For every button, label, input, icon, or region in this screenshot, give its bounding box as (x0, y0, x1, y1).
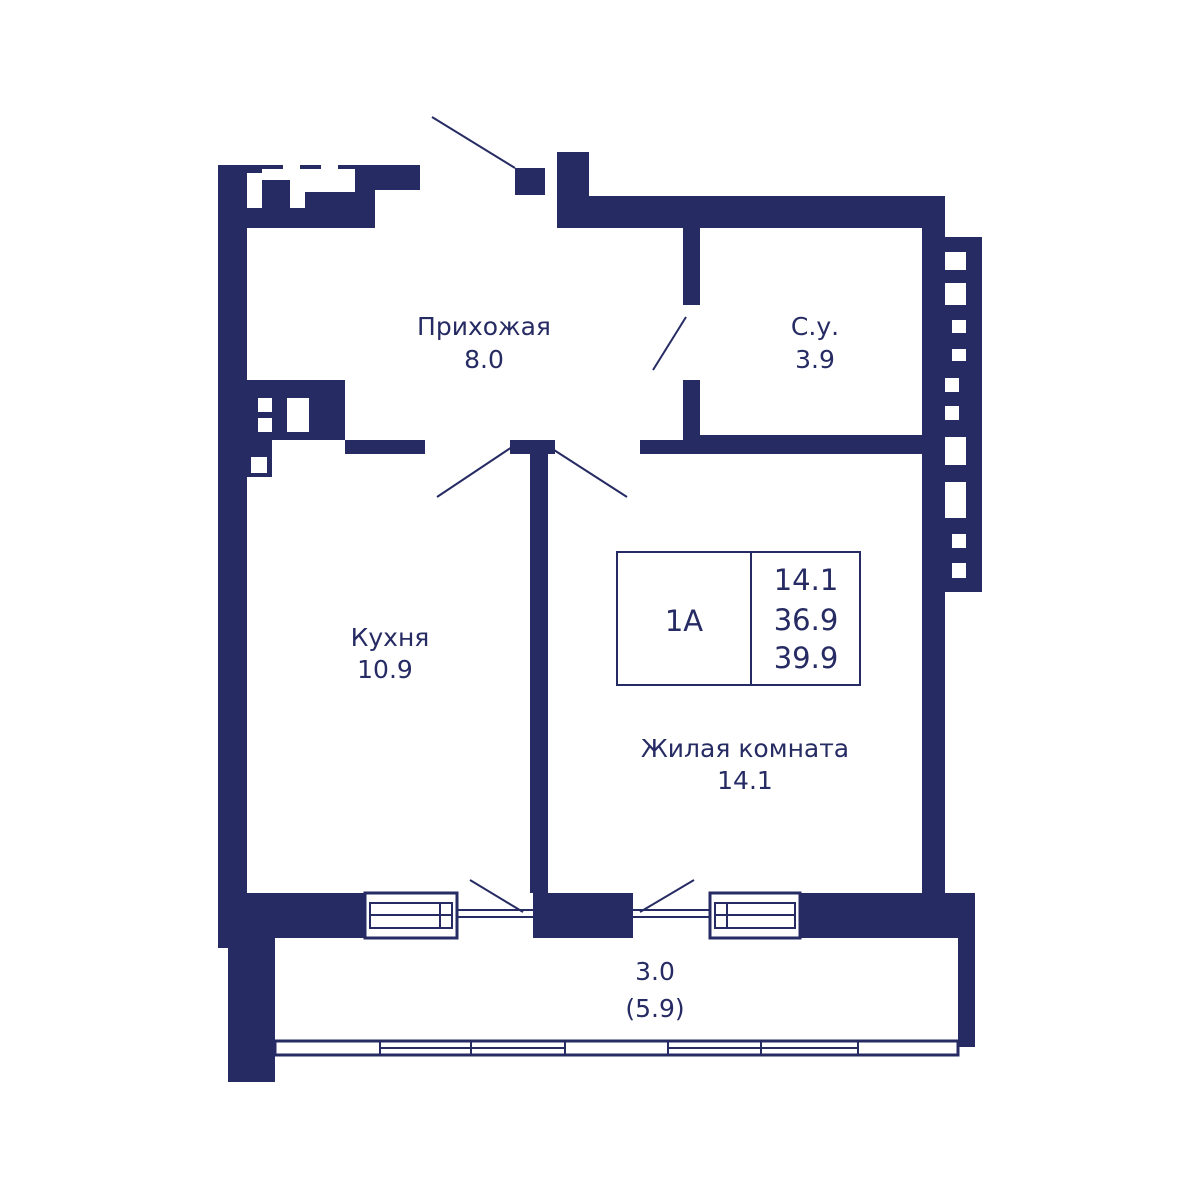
top-left-pillar (262, 180, 290, 210)
top-left-dash (262, 165, 283, 169)
shaft-opening (251, 457, 267, 473)
kitchen-name: Кухня (351, 623, 430, 652)
shaft-opening (287, 398, 309, 432)
living-room-door-jamb (640, 440, 685, 454)
entrance-jamb (515, 168, 545, 195)
kitchen-hall-wall (345, 440, 425, 454)
doors (431, 116, 687, 498)
facade-opening (952, 320, 966, 333)
living-room-window (708, 891, 802, 940)
top-left-dash (338, 165, 356, 169)
windows (273, 879, 960, 1057)
facade-opening (945, 437, 966, 465)
door-swing (469, 879, 524, 913)
balcony-area: 3.0 (635, 957, 675, 986)
shaft-opening (258, 418, 272, 432)
facade-opening (952, 534, 966, 548)
right-facade (940, 237, 982, 592)
bathroom-name: С.у. (791, 312, 839, 341)
balcony-right-wall (958, 938, 975, 1047)
balcony-area-full: (5.9) (625, 994, 684, 1023)
kitchen-window (363, 891, 459, 940)
walls (218, 152, 982, 1082)
bathroom-left-wall-lower (683, 380, 700, 440)
left-outer-wall (218, 165, 247, 948)
bottom-wall-left (218, 893, 365, 938)
hall-name: Прихожая (417, 312, 551, 341)
facade-opening (945, 252, 966, 270)
bathroom-door-swing (652, 316, 687, 371)
kitchen-door-swing (436, 446, 513, 498)
living-balcony-door (633, 879, 710, 918)
top-left-cap (218, 165, 262, 173)
facade-opening (945, 406, 959, 420)
facade-opening (952, 349, 966, 361)
facade-opening (945, 378, 959, 392)
right-outer-wall (922, 196, 945, 893)
kitchen-balcony-door (457, 879, 533, 918)
balcony-left-wall (228, 938, 275, 1082)
top-left-band (247, 208, 375, 228)
shaft-opening (258, 398, 272, 412)
apartment-type: 1А (665, 604, 703, 638)
glazing-frame (273, 1039, 960, 1057)
facade-opening (945, 482, 966, 518)
facade-opening (952, 563, 966, 578)
total-area-with-balcony-value: 39.9 (774, 641, 839, 675)
info-box-frame (616, 551, 861, 686)
apartment-info-box: 1А 14.1 36.9 39.9 (616, 551, 861, 686)
top-left-corner-leg (355, 165, 375, 228)
bathroom-left-wall-upper (683, 228, 700, 305)
hall-area: 8.0 (464, 345, 504, 374)
top-left-dash (300, 165, 321, 169)
room-labels: Прихожая 8.0 С.у. 3.9 Кухня 10.9 Жилая к… (351, 312, 850, 1023)
living-room-area: 14.1 (717, 766, 773, 795)
entrance-door-swing (431, 116, 516, 169)
central-wall (530, 450, 548, 893)
living-room-door-swing (553, 449, 628, 498)
bathroom-area: 3.9 (795, 345, 835, 374)
door-swing (639, 879, 695, 913)
facade-opening (945, 283, 966, 305)
bathroom-bottom-wall (683, 435, 923, 454)
top-outer-wall (557, 196, 945, 228)
bottom-wall-right (800, 893, 975, 938)
bottom-wall-middle (533, 893, 633, 938)
kitchen-area: 10.9 (357, 655, 413, 684)
living-area-value: 14.1 (774, 563, 839, 597)
total-area-value: 36.9 (774, 603, 839, 637)
balcony-glazing (273, 1039, 960, 1057)
living-room-name: Жилая комната (641, 734, 849, 763)
